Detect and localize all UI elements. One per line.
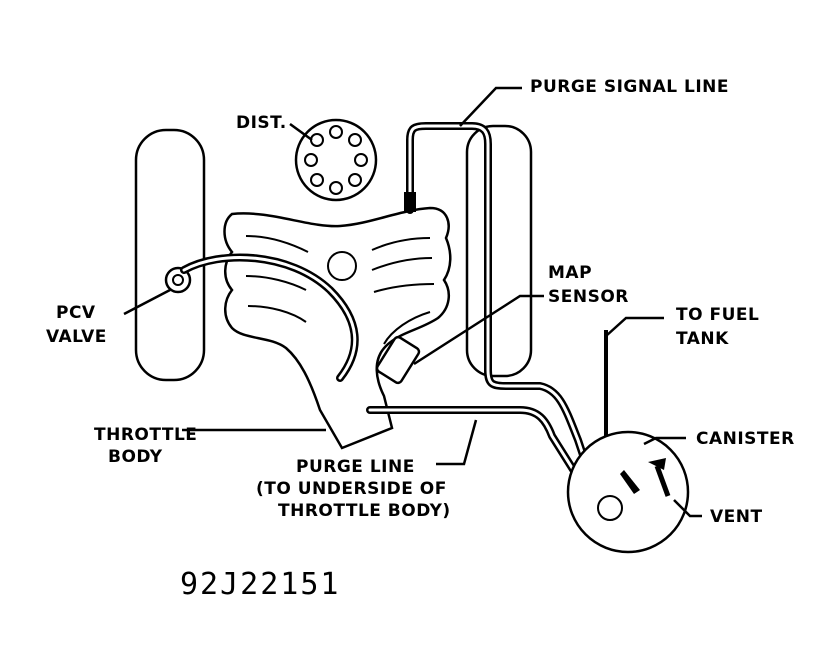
throttle-body-label-line2: BODY [108,447,163,467]
to-fuel-tank-label-line1: TO FUEL [676,305,759,325]
purge-line-label-line3: THROTTLE BODY) [278,501,451,521]
figure-id: 92J22151 [180,567,341,602]
map-sensor-label-line2: SENSOR [548,287,629,307]
vent-label: VENT [710,507,763,527]
leader-lines [123,86,702,518]
throttle-body-label-line1: THROTTLE [94,425,197,445]
right-valve-cover [465,124,533,378]
purge-line-label-line1: PURGE LINE [296,457,415,477]
canister-label: CANISTER [696,429,795,449]
distributor [294,118,378,202]
pcv-valve-label-line2: VALVE [46,327,107,347]
canister [566,430,690,554]
to-fuel-tank-label-line2: TANK [676,329,729,349]
purge-line-label-line2: (TO UNDERSIDE OF [256,479,447,499]
dist-label: DIST. [236,113,287,133]
pcv-valve-label-line1: PCV [56,303,96,323]
left-valve-cover [134,128,206,382]
purge-signal-line-label: PURGE SIGNAL LINE [530,77,729,97]
map-sensor [375,335,421,385]
map-sensor-label-line1: MAP [548,263,592,283]
